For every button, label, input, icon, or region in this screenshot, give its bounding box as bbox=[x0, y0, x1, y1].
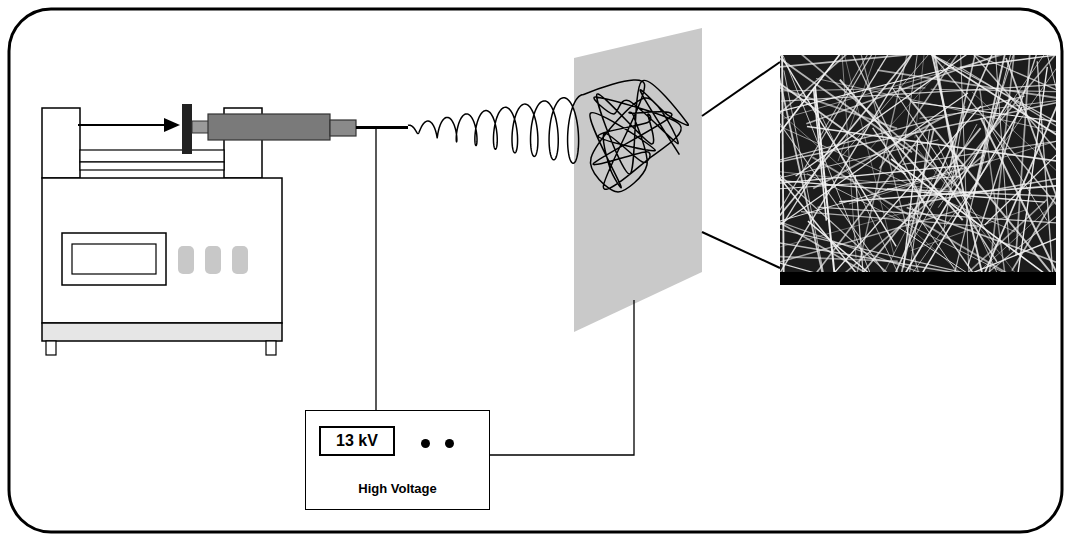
nanofiber bbox=[806, 55, 1056, 124]
nanofiber bbox=[911, 210, 1027, 251]
nanofiber bbox=[915, 55, 932, 138]
collector-plate bbox=[574, 28, 702, 332]
nanofiber bbox=[901, 55, 1056, 179]
voltage-value: 13 kV bbox=[321, 432, 393, 450]
nanofiber bbox=[801, 212, 979, 226]
fiber-tangle bbox=[583, 80, 688, 192]
polymer-jet bbox=[408, 80, 688, 192]
nanofiber bbox=[780, 253, 898, 261]
nanofiber bbox=[862, 97, 1011, 285]
wire bbox=[305, 128, 634, 455]
nanofiber bbox=[780, 67, 954, 146]
nanofiber bbox=[780, 213, 903, 264]
syringe-pump bbox=[42, 108, 282, 355]
nanofiber bbox=[960, 55, 1056, 67]
nanofiber bbox=[780, 55, 914, 240]
device-label: High Voltage bbox=[306, 481, 489, 496]
jet-spiral bbox=[408, 95, 583, 164]
nanofiber bbox=[780, 55, 912, 152]
nanofiber bbox=[902, 131, 1056, 164]
nanofiber bbox=[907, 130, 930, 285]
nanofiber bbox=[870, 58, 950, 148]
nanofiber bbox=[780, 180, 1045, 202]
nanofiber bbox=[780, 55, 994, 76]
nanofiber bbox=[877, 70, 1056, 102]
sem-image bbox=[630, 0, 1071, 421]
nanofiber bbox=[938, 144, 1040, 285]
nanofiber bbox=[960, 67, 1056, 135]
zoom-line bbox=[702, 62, 780, 268]
nanofiber bbox=[909, 124, 977, 247]
nanofiber bbox=[781, 84, 1056, 101]
frame bbox=[9, 9, 1062, 532]
nanofiber bbox=[780, 176, 960, 191]
nanofiber bbox=[855, 175, 869, 285]
nanofiber bbox=[816, 78, 1056, 146]
nanofiber bbox=[846, 55, 919, 285]
voltage-display: 13 kV bbox=[319, 426, 395, 456]
indicator-dot bbox=[421, 439, 430, 448]
indicator-dot bbox=[445, 439, 454, 448]
power-supply-box: High Voltage 13 kV bbox=[305, 410, 490, 510]
nanofiber bbox=[929, 55, 1056, 206]
nanofiber bbox=[814, 89, 827, 220]
syringe bbox=[182, 104, 408, 154]
nanofiber bbox=[903, 55, 929, 153]
nanofiber bbox=[973, 55, 1022, 197]
nanofiber bbox=[892, 87, 997, 247]
nanofiber bbox=[783, 55, 891, 285]
